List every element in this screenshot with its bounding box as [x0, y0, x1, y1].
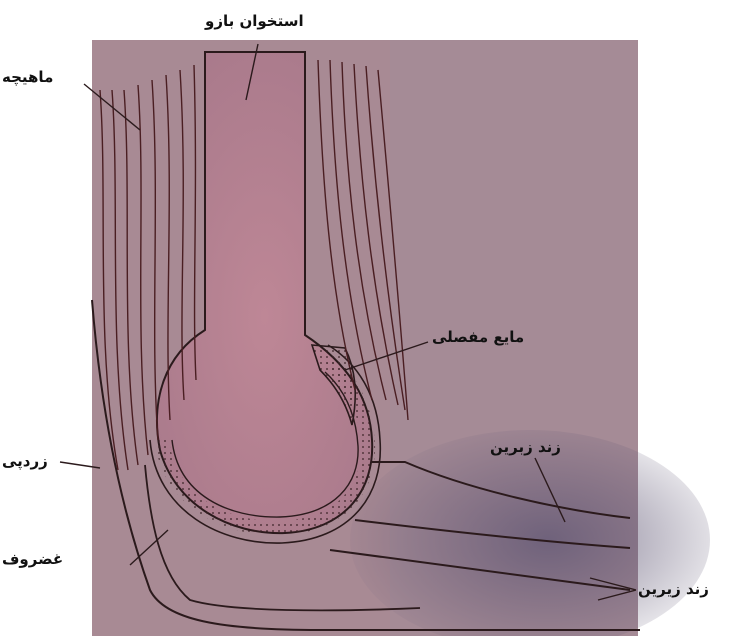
label-humerus: استخوان بازو [205, 14, 304, 29]
label-ulna-upper: زند زبرین [490, 440, 561, 455]
label-tendon: زردپی [2, 454, 48, 469]
label-muscle: ماهیچه [2, 70, 53, 85]
label-synovial-fluid: مایع مفصلی [432, 330, 524, 345]
label-cartilage: غضروف [2, 552, 63, 567]
label-ulna-lower: زند زیرین [638, 582, 709, 597]
